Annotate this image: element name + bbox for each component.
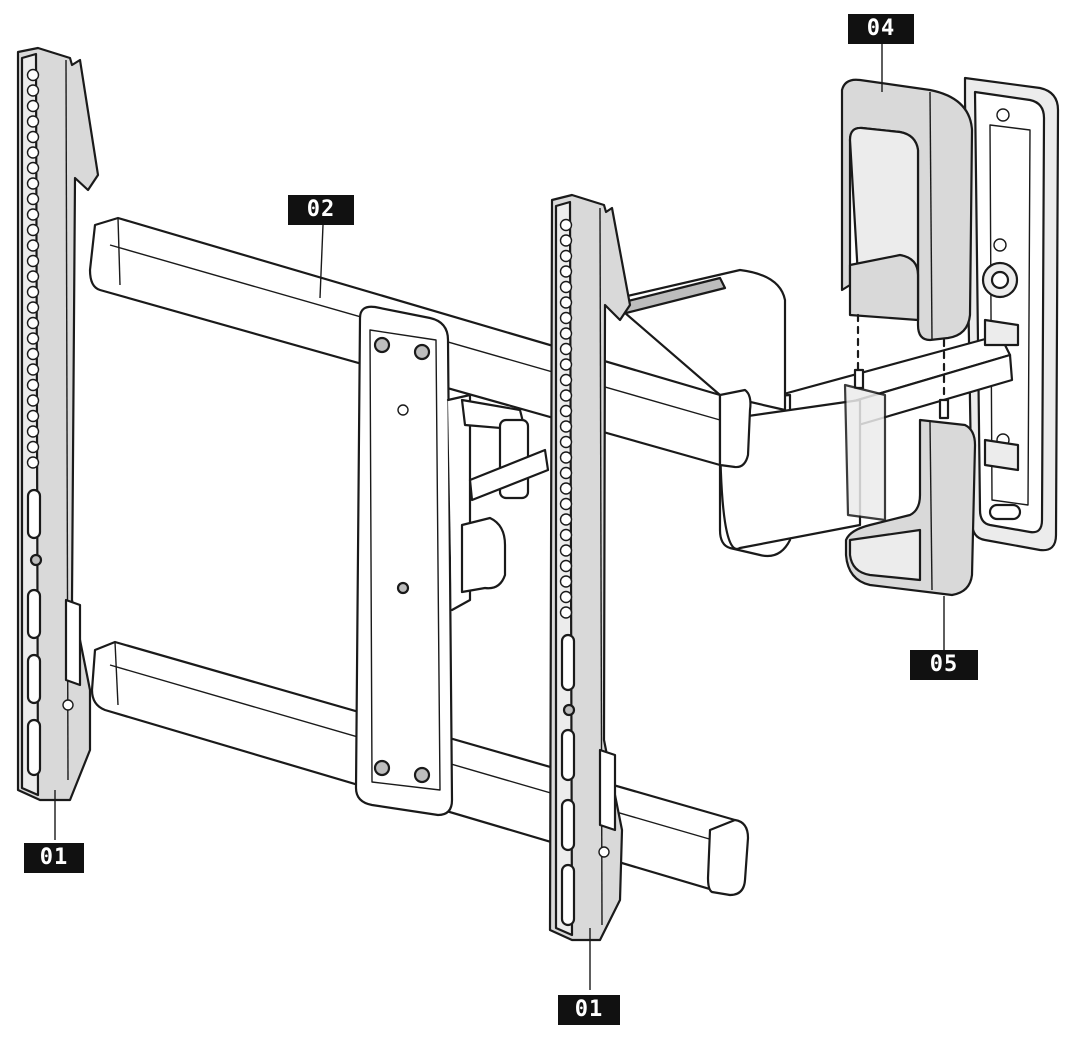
rail-hole — [559, 435, 573, 449]
rail-hole — [26, 208, 40, 221]
rail-hole — [559, 590, 573, 604]
rail-hole — [559, 559, 573, 573]
rail-hole — [559, 296, 573, 309]
rail-hole — [559, 389, 573, 402]
rail-hole — [559, 327, 573, 340]
pivot-arm — [718, 318, 1020, 558]
rail-hole — [26, 115, 40, 128]
rail-hole — [26, 84, 40, 97]
cable-cover-top — [840, 78, 974, 342]
rail-left — [16, 46, 100, 802]
rail-left-holes — [26, 68, 40, 469]
rail-right — [548, 193, 632, 942]
rail-hole — [26, 394, 40, 407]
rail-hole — [559, 358, 573, 371]
callout-arm: 02 — [288, 195, 354, 225]
rail-hole — [26, 130, 40, 144]
rail-hole — [559, 528, 573, 542]
rail-hole — [559, 606, 573, 619]
rail-hole — [26, 239, 40, 252]
rail-hole — [559, 420, 573, 433]
rail-hole — [559, 575, 573, 588]
rail-hole — [26, 347, 40, 361]
rail-hole — [26, 254, 40, 268]
rail-hole — [559, 497, 573, 511]
rail-hole — [26, 99, 40, 113]
alignment-guides — [853, 313, 950, 420]
rail-hole — [559, 451, 573, 464]
rail-hole — [559, 234, 573, 247]
leader-lines — [54, 44, 945, 990]
rail-hole — [559, 404, 573, 418]
callout-cover-bottom: 05 — [910, 650, 978, 680]
rail-hole — [26, 440, 40, 454]
rail-hole — [26, 363, 40, 376]
cable-cover-bottom — [843, 383, 977, 597]
rail-hole — [26, 68, 40, 82]
rail-hole — [559, 265, 573, 278]
rail-hole — [559, 513, 573, 526]
rail-hole — [26, 409, 40, 423]
rail-hole — [559, 280, 573, 294]
rail-hole — [26, 332, 40, 345]
rail-hole — [26, 223, 40, 237]
rail-hole — [559, 249, 573, 263]
callout-rail-right: 01 — [558, 995, 620, 1025]
rail-hole — [26, 177, 40, 190]
rail-hole — [559, 218, 573, 232]
wall-plate — [963, 76, 1060, 552]
rail-hole — [559, 373, 573, 387]
rail-right-holes — [559, 218, 573, 619]
center-plate — [354, 305, 550, 817]
rail-hole — [26, 378, 40, 392]
rail-hole — [559, 342, 573, 356]
rail-hole — [26, 316, 40, 330]
rail-hole — [26, 161, 40, 175]
rail-hole — [26, 456, 40, 469]
rail-hole — [26, 301, 40, 314]
rail-hole — [26, 270, 40, 283]
rail-hole — [26, 192, 40, 206]
rail-hole — [559, 466, 573, 480]
rail-hole — [559, 544, 573, 557]
callout-cover-top: 04 — [848, 14, 914, 44]
rail-hole — [559, 482, 573, 495]
rail-hole — [26, 146, 40, 159]
rail-hole — [559, 311, 573, 325]
callout-rail-left: 01 — [24, 843, 84, 873]
rail-hole — [26, 425, 40, 438]
rail-hole — [26, 285, 40, 299]
